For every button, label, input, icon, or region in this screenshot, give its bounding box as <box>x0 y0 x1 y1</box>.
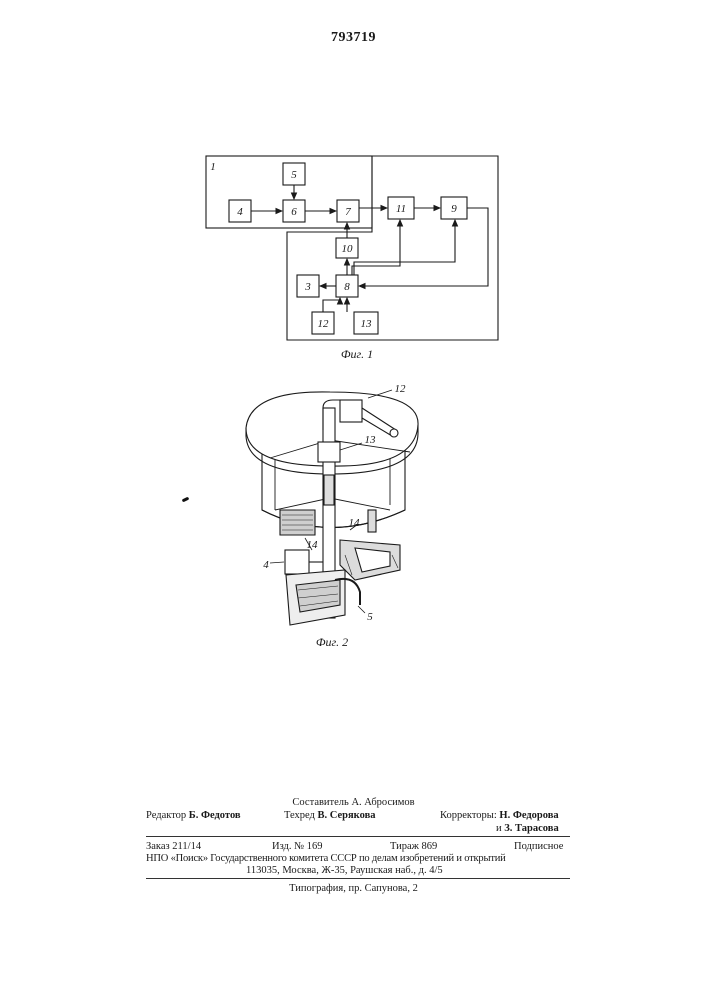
corrector-2-prefix: и <box>496 823 502 834</box>
label-4: 4 <box>237 206 243 218</box>
callout-14-left: 14 <box>307 539 319 551</box>
figure-1-caption: Фиг. 1 <box>341 347 373 361</box>
separator-rule-top <box>146 836 570 837</box>
corrector-2-line: и З. Тарасова <box>496 822 559 835</box>
printer-line: Типография, пр. Сапунова, 2 <box>0 882 707 895</box>
label-9: 9 <box>451 203 457 215</box>
label-5: 5 <box>291 169 297 181</box>
label-6: 6 <box>291 206 297 218</box>
corrector-1: Н. Федорова <box>499 810 558 821</box>
editor-label: Редактор <box>146 810 186 821</box>
techred-label: Техред <box>284 810 315 821</box>
label-3: 3 <box>304 281 311 293</box>
editor-name: Б. Федотов <box>189 810 241 821</box>
label-8: 8 <box>344 281 350 293</box>
label-7: 7 <box>345 206 351 218</box>
figure-1-block-diagram: 1 5 4 6 7 11 9 10 3 8 12 13 Фиг. 1 <box>0 0 707 380</box>
separator-rule-bottom <box>146 878 570 879</box>
subscription: Подписное <box>514 840 563 853</box>
compiler-line: Составитель А. Абросимов <box>0 796 707 809</box>
correctors-line: Корректоры: Н. Федорова <box>440 809 559 822</box>
label-13: 13 <box>361 318 373 330</box>
callout-12: 12 <box>395 383 407 395</box>
label-11: 11 <box>396 203 406 215</box>
callout-5: 5 <box>367 611 373 623</box>
label-12: 12 <box>318 318 330 330</box>
techred-name: В. Серякова <box>318 810 376 821</box>
label-10: 10 <box>342 243 354 255</box>
label-1: 1 <box>210 161 216 173</box>
techred-line: Техред В. Серякова <box>284 809 376 822</box>
figure-2-caption: Фиг. 2 <box>316 635 348 649</box>
correctors-label: Корректоры: <box>440 810 497 821</box>
corrector-2: З. Тарасова <box>504 823 558 834</box>
figure-2-device-drawing: 12 13 14 14 4 5 Фиг. 2 <box>0 370 707 670</box>
callout-4: 4 <box>263 559 269 571</box>
callout-14-right: 14 <box>349 517 361 529</box>
editor-line: Редактор Б. Федотов <box>146 809 241 822</box>
address-line: 113035, Москва, Ж-35, Раушская наб., д. … <box>246 864 443 877</box>
callout-13: 13 <box>365 434 377 446</box>
